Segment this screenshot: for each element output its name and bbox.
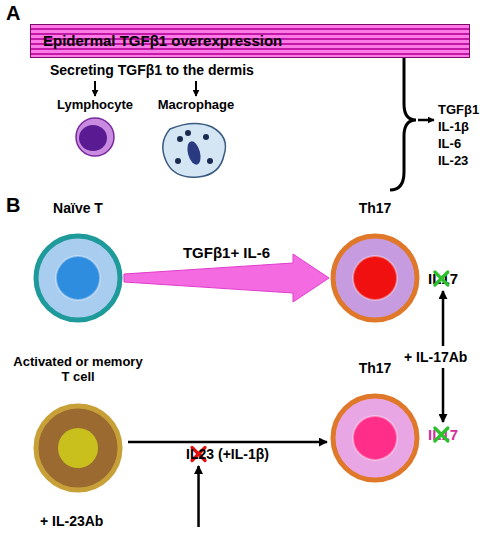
secretion-arrow [94,81,96,96]
th17-cell: Th17 [329,200,421,324]
cytokine-name: TGFβ1 [438,102,479,117]
cell-shape [329,392,421,484]
antibody-label: + IL-17Ab [404,349,467,365]
cell-nucleus [58,428,98,468]
cross-mark [435,272,448,285]
cell-label: Lymphocyte [32,97,158,112]
cell-body [333,396,417,480]
cell-nucleus [185,140,203,166]
granule [203,134,209,140]
process-note: Secreting TGFβ1 to the dermis [50,62,254,78]
cell-shape [329,232,421,324]
differentiation-arrow [128,441,327,444]
cell-body [333,236,417,320]
cell-nucleus [353,256,397,300]
granule [207,158,213,164]
blocking-arrow [442,291,445,346]
edge-label: TGFβ1+ IL-6 [183,244,270,261]
cell-nucleus [79,125,107,151]
cell-label: Activated or memory T cell [10,354,146,384]
th17-cell: Th17 [329,360,421,484]
cell-shape [52,115,138,159]
memory-t-cell: Activated or memory T cell [30,354,126,494]
cross-stroke [435,272,448,285]
granule [175,158,181,164]
cell-shape [32,232,124,324]
epidermis-band: Epidermal TGFβ1 overexpression [30,24,470,58]
secretion-arrow [195,81,197,96]
macrophage-cell: Macrophage [150,97,242,183]
cell-body [76,118,114,156]
cell-label: Th17 [309,200,441,216]
cell-shape [32,402,124,494]
cell-label: Naïve T [12,200,144,216]
cytokine-name: IL17 [428,270,458,287]
cell-body [163,123,226,177]
cross-stroke [435,272,448,285]
brace-arrow [418,119,434,122]
cell-body [36,236,120,320]
antibody-label: + IL-23Ab [40,513,103,529]
band-title: Epidermal TGFβ1 overexpression [43,25,282,57]
lymphocyte-cell: Lymphocyte [52,97,138,159]
blocking-arrow [442,368,445,422]
cytokine-name: IL-1β [438,119,469,134]
cytokine-name: IL17 [428,426,458,443]
granule [177,136,183,142]
panel-letter: B [6,194,20,216]
edge-label: IL23 (+IL-1β) [186,446,269,462]
cell-shape [150,115,242,183]
panel-letter: A [6,2,20,24]
cross-stroke [435,428,448,441]
granule [185,130,191,136]
cell-nucleus [353,416,397,460]
cross-mark [435,428,448,441]
cytokine-name: IL-23 [438,153,468,168]
cross-stroke [435,428,448,441]
differentiation-arrow [124,254,329,302]
cell-nucleus [56,256,100,300]
cytokine-name: IL-6 [438,136,461,151]
naive-t-cell: Naïve T [32,200,124,324]
cell-body [36,406,120,490]
cell-label: Macrophage [130,97,262,112]
blocking-arrow [197,466,200,527]
